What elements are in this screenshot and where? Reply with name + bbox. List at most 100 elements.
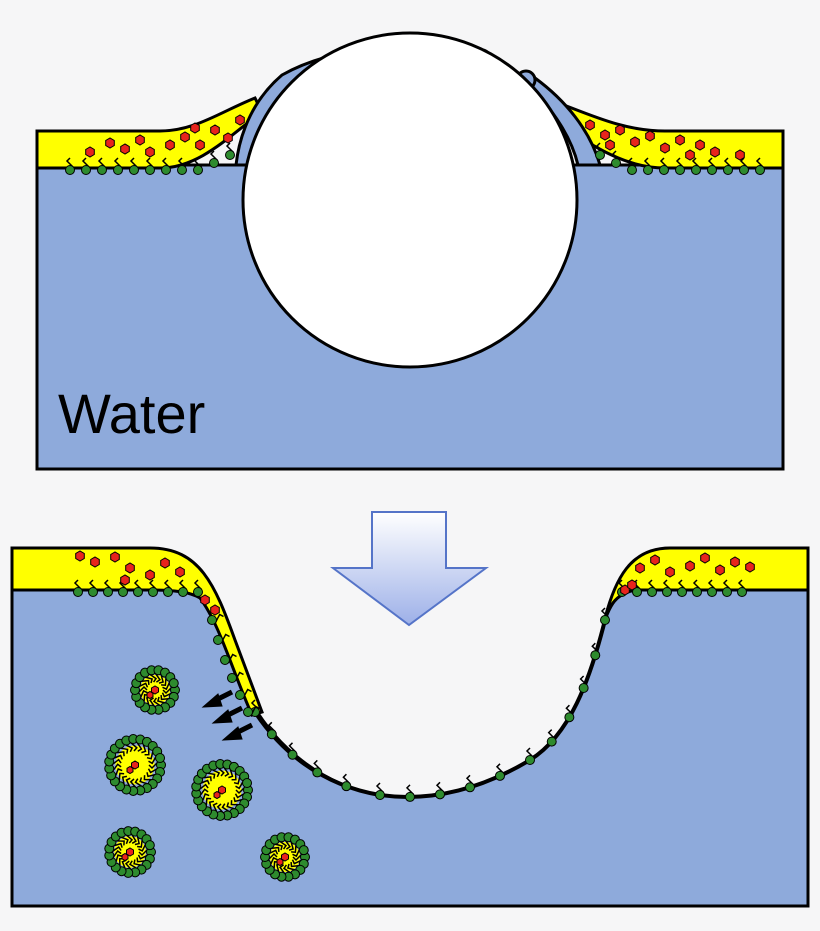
surfactant-head: [97, 165, 107, 175]
bottom-oil-right: [603, 546, 810, 619]
oil-droplet: [160, 557, 170, 569]
oil-droplet: [146, 690, 154, 700]
surfactant-head: [643, 165, 653, 175]
surfactant-head: [675, 165, 685, 175]
surfactant-head: [209, 158, 219, 168]
down-arrow-icon: [330, 511, 490, 627]
oil-droplet: [685, 560, 695, 572]
surfactant-head: [375, 790, 385, 800]
oil-droplet: [695, 139, 705, 151]
surfactant-head: [465, 782, 475, 793]
surfactant-head: [225, 150, 235, 160]
oil-droplet: [605, 139, 615, 151]
surfactant-head: [578, 683, 589, 693]
water-label: Water: [58, 382, 205, 445]
surfactant-head: [691, 165, 701, 175]
surfactant-head: [168, 678, 179, 689]
surfactant-head: [220, 655, 230, 665]
oil-droplet: [210, 124, 220, 136]
oil-droplet: [180, 131, 190, 143]
surfactant-head: [144, 840, 155, 851]
oil-droplet: [730, 556, 740, 568]
surfactant-head: [627, 165, 637, 175]
air-bubble: [241, 31, 579, 369]
surfactant-head: [177, 165, 187, 175]
surfactant-head: [662, 587, 672, 597]
oil-droplet: [235, 114, 245, 126]
oil-droplet: [75, 550, 85, 562]
black-arrow-icon: [201, 689, 254, 741]
oil-droplet: [615, 124, 625, 136]
surfactant-head: [737, 587, 747, 597]
oil-droplet: [151, 685, 159, 695]
surfactant-head: [341, 781, 352, 792]
surfactant-head: [193, 587, 203, 597]
oil-droplet: [110, 551, 120, 563]
oil-droplet: [90, 556, 100, 568]
surfactant-head: [525, 755, 535, 765]
surfactant-head: [65, 165, 75, 175]
surfactant-head: [590, 650, 601, 661]
surfactant-head: [755, 165, 765, 175]
surfactant-head: [129, 165, 139, 175]
oil-droplet: [660, 142, 670, 154]
surfactant-head: [595, 150, 605, 160]
oil-droplet: [175, 566, 185, 578]
surfactant-head: [677, 587, 687, 597]
surfactant-head: [266, 729, 277, 740]
surfactant-head: [242, 777, 253, 788]
bottom-panel: [10, 546, 810, 908]
oil-droplet: [135, 134, 145, 146]
surfactant-head: [163, 587, 173, 597]
surfactant-head: [193, 165, 203, 175]
oil-droplet: [126, 765, 134, 775]
surfactant-head: [298, 845, 309, 856]
oil-droplet: [223, 132, 233, 144]
oil-droplet: [121, 852, 129, 862]
surfactant-head: [155, 752, 166, 763]
oil-droplet: [665, 566, 675, 578]
oil-droplet: [745, 561, 755, 573]
surfactant-head: [113, 165, 123, 175]
surfactant-head: [739, 165, 749, 175]
surfactant-head: [235, 690, 245, 700]
oil-droplet: [200, 594, 210, 606]
surfactant-head: [118, 587, 128, 597]
oil-droplet: [585, 119, 595, 131]
surfactant-head: [207, 615, 217, 625]
oil-droplet: [281, 852, 289, 862]
surfactant-head: [148, 587, 158, 597]
oil-droplet: [735, 149, 745, 161]
surfactant-head: [133, 587, 143, 597]
cavity-membrane: [253, 619, 607, 799]
oil-droplet: [120, 143, 130, 155]
surfactant-head: [564, 712, 575, 723]
surfactant-head: [161, 165, 171, 175]
surfactant-head: [178, 587, 188, 597]
surfactant-head: [312, 767, 323, 778]
oil-droplet: [120, 574, 130, 586]
oil-droplet: [131, 760, 139, 770]
surfactant-head: [145, 165, 155, 175]
top-panel: Water: [35, 31, 785, 471]
oil-droplet: [675, 134, 685, 146]
surfactant-head: [213, 635, 223, 645]
surfactant-head: [243, 707, 253, 717]
oil-droplet: [700, 552, 710, 564]
oil-droplet: [627, 579, 637, 591]
surfactant-head: [227, 673, 237, 683]
oil-droplet: [125, 562, 135, 574]
surfactant-head: [707, 165, 717, 175]
surfactant-head: [81, 165, 91, 175]
oil-droplet: [630, 136, 640, 148]
oil-droplet: [126, 847, 134, 857]
oil-droplet: [213, 790, 221, 800]
oil-droplet: [685, 149, 695, 161]
micelles: [104, 665, 310, 882]
oil-droplet: [195, 139, 205, 151]
oil-droplet: [635, 562, 645, 574]
oil-droplet: [145, 146, 155, 158]
oil-droplet: [715, 564, 725, 576]
surfactant-head: [88, 587, 98, 597]
